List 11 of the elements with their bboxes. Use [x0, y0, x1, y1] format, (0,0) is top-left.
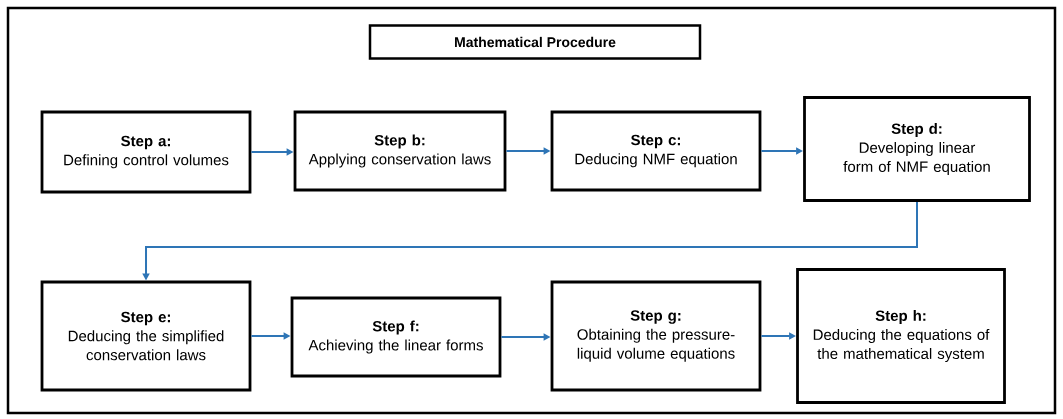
step-box: Step e: Deducing the simplified conservation laws [40, 280, 252, 392]
title-box: Mathematical Procedure [368, 24, 702, 60]
step-box: Step h: Deducing the equations of the mathematical system [796, 268, 1006, 404]
step-box: Step g: Obtaining the pressure-liquid volume equations [550, 280, 762, 392]
arrow [760, 332, 796, 340]
step-box: Step c: Deducing NMF equation [550, 110, 762, 192]
step-box: Step a: Defining control volumes [40, 110, 252, 194]
arrow [760, 147, 803, 155]
step-box: Step b: Applying conservation laws [293, 110, 507, 192]
step-box: Step d: Developing linear form of NMF equation [803, 96, 1031, 202]
step-box: Step f: Achieving the linear forms [290, 296, 502, 378]
